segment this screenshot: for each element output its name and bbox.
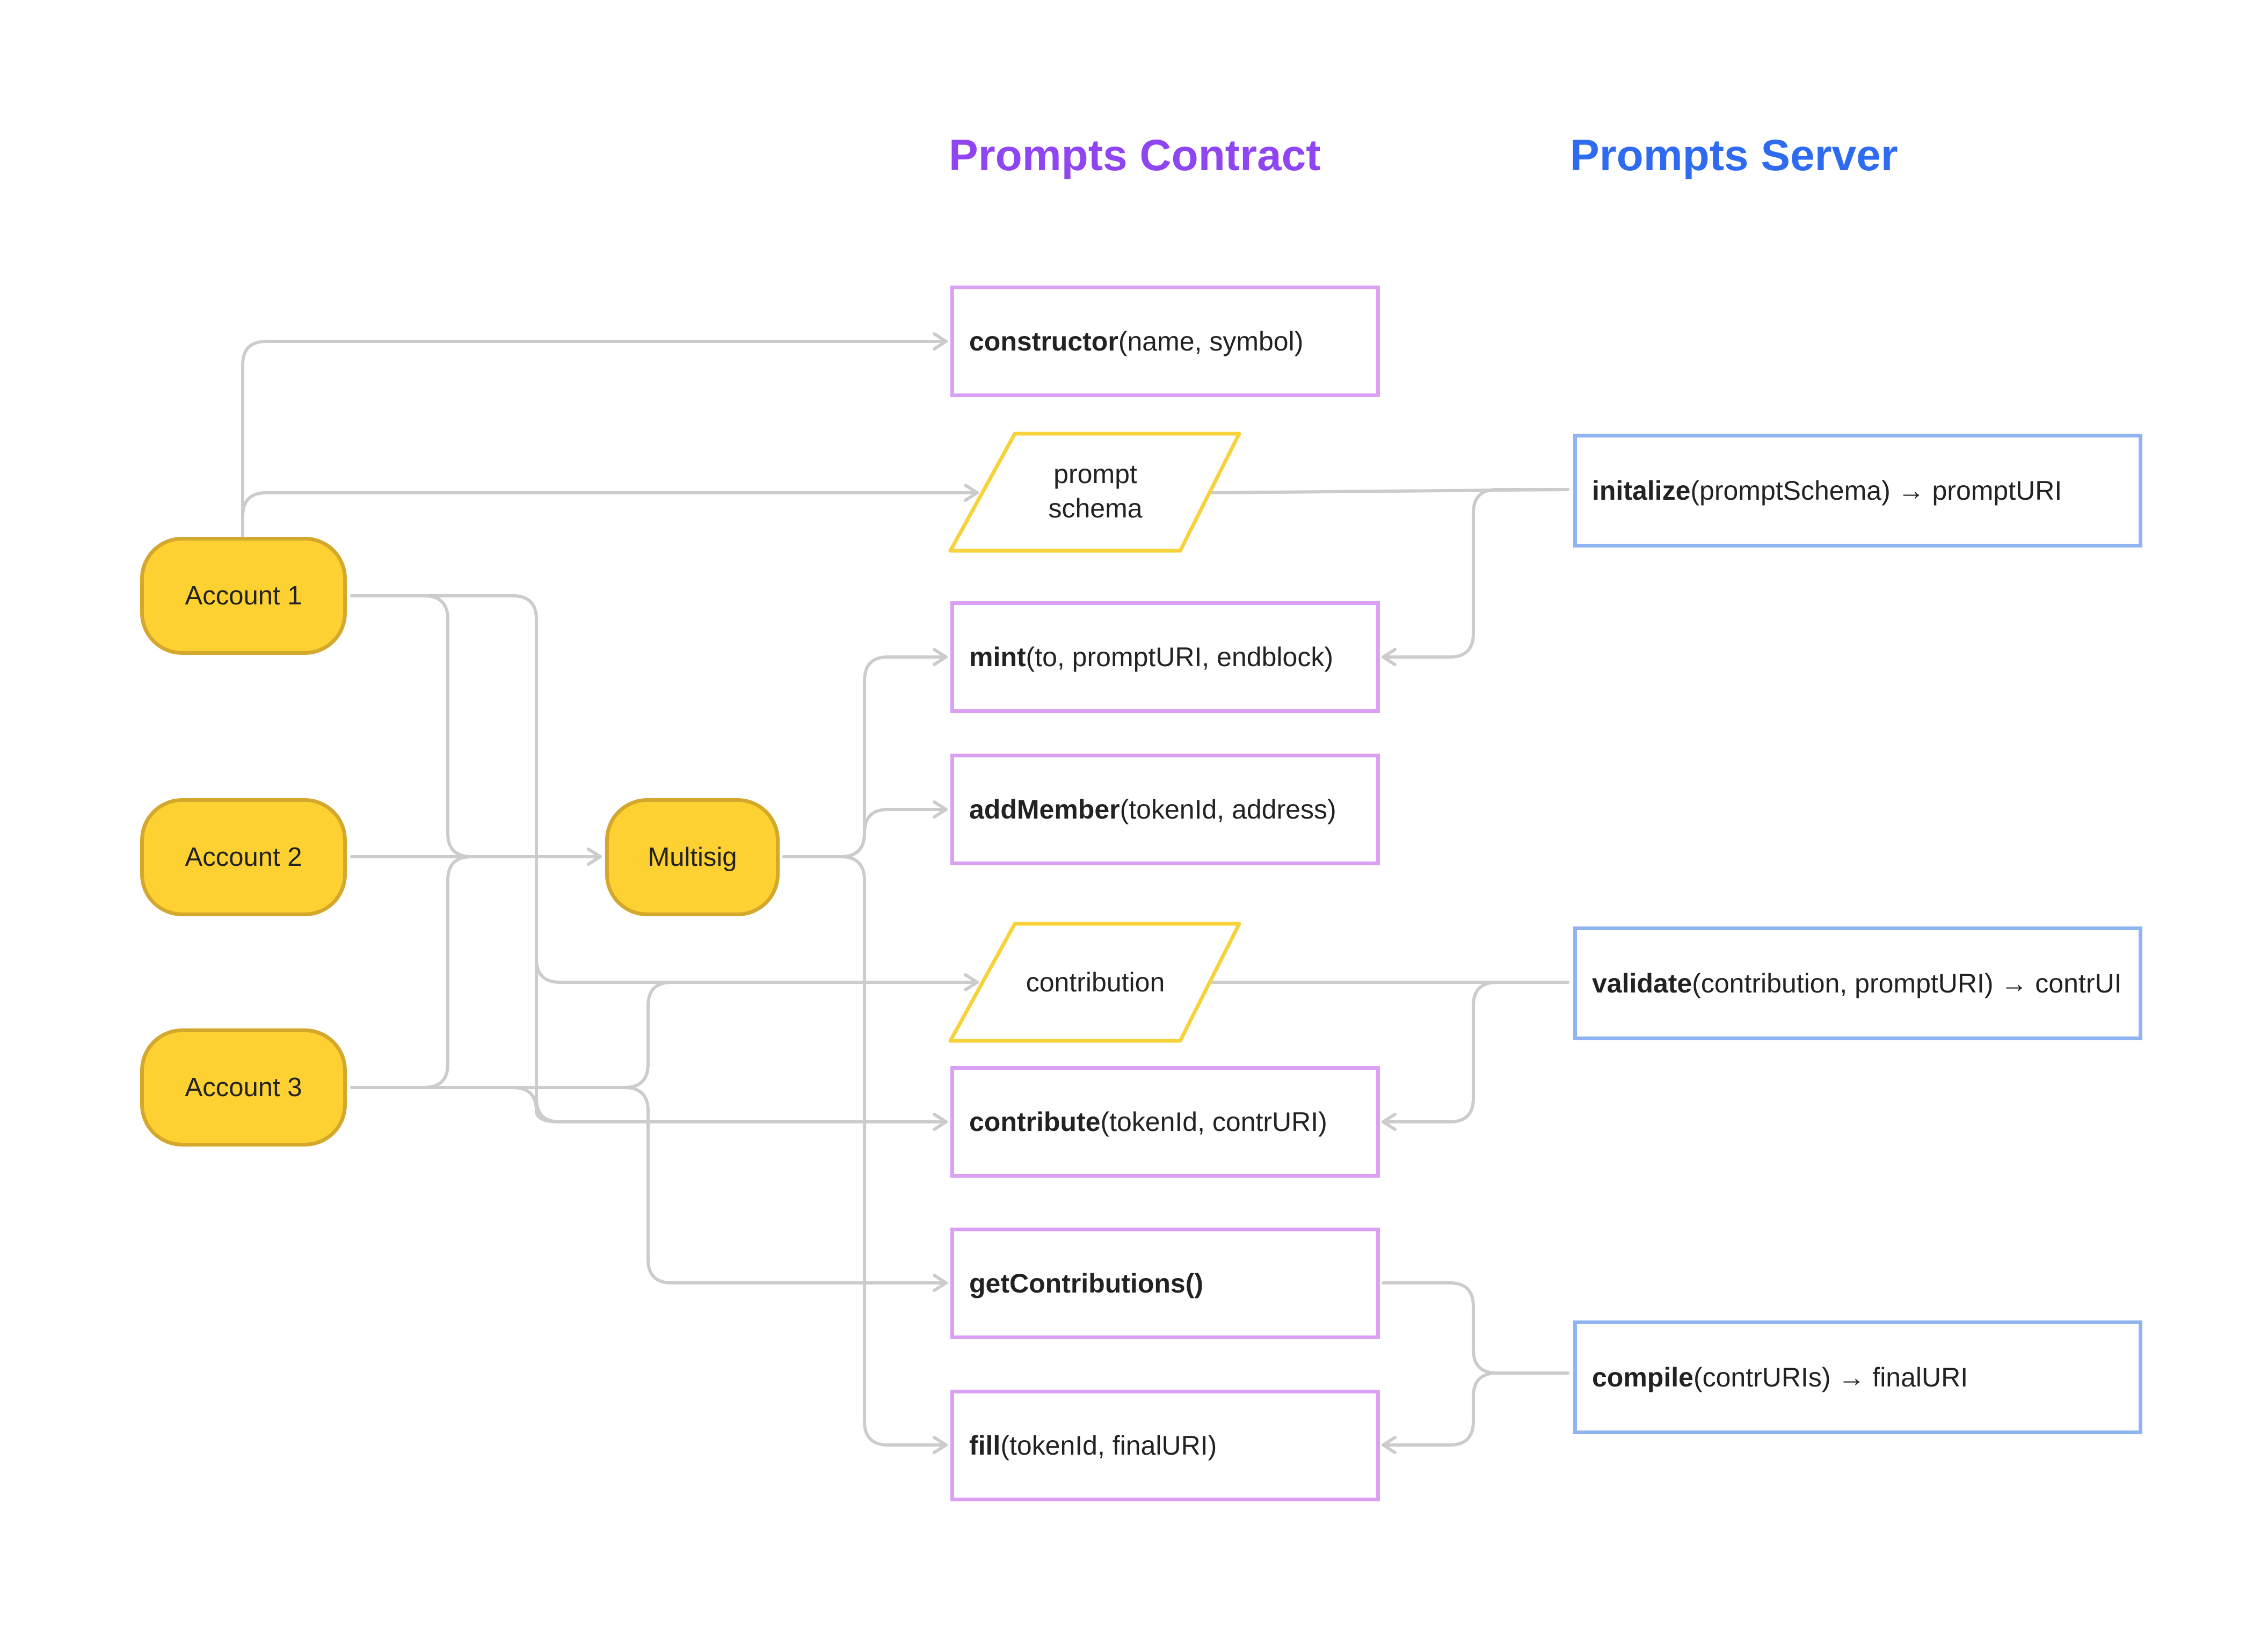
prompt-schema-shape — [948, 432, 1241, 553]
add-member-box: addMember(tokenId, address) — [950, 754, 1380, 865]
account-3-node: Account 3 — [140, 1028, 347, 1147]
connector-multisig-add-member — [839, 800, 948, 858]
account-2-node: Account 2 — [140, 798, 347, 916]
multisig-node: Multisig — [605, 798, 780, 916]
mint-fn-name: mint — [969, 642, 1026, 672]
compile-fn-name: compile — [1592, 1362, 1693, 1392]
contribution-shape — [948, 922, 1241, 1043]
compile-box: compile(contrURIs) → finalURI — [1573, 1320, 2142, 1434]
validate-fn-args: (contribution, promptURI) → contrUI — [1692, 968, 2122, 998]
fill-fn-name: fill — [969, 1430, 1001, 1461]
connector-account3-contribution — [423, 973, 979, 1089]
connector-compile-fill — [1382, 1371, 1569, 1454]
prompt-schema-label-line1: prompt — [1053, 459, 1137, 489]
constructor-box: constructor(name, symbol) — [950, 286, 1380, 397]
account-2-label: Account 2 — [185, 843, 302, 872]
constructor-fn-name: constructor — [969, 326, 1118, 356]
account-1-label: Account 1 — [185, 581, 302, 610]
connector-account1-contribution — [423, 594, 979, 991]
prompt-schema-label-line2: schema — [1048, 493, 1143, 523]
account-1-node: Account 1 — [140, 537, 347, 655]
validate-fn-name: validate — [1592, 968, 1692, 998]
contribute-box: contribute(tokenId, contrURI) — [950, 1066, 1380, 1178]
prompts-contract-header: Prompts Contract — [949, 131, 1321, 180]
connector-account1-multisig — [350, 594, 602, 866]
get-contributions-fn-name: getContributions() — [969, 1268, 1204, 1298]
connector-account3-get-contributions — [511, 1086, 948, 1292]
compile-fn-args: (contrURIs) → finalURI — [1693, 1362, 1968, 1392]
contribute-fn-name: contribute — [969, 1107, 1101, 1137]
validate-box: validate(contribution, promptURI) → cont… — [1573, 926, 2142, 1040]
account-3-label: Account 3 — [185, 1073, 302, 1102]
fill-box: fill(tokenId, finalURI) — [950, 1390, 1380, 1501]
contribution-label-text: contribution — [1026, 967, 1165, 997]
fill-fn-args: (tokenId, finalURI) — [1000, 1430, 1217, 1461]
connector-account1-prompt-schema — [241, 484, 979, 533]
initialize-box: initalize(promptSchema) → promptURI — [1573, 434, 2142, 548]
connector-account1-constructor — [241, 332, 948, 538]
connector-multisig-fill — [782, 855, 948, 1454]
initialize-fn-args: (promptSchema) → promptURI — [1690, 476, 2062, 506]
connector-validate-contribute — [1382, 981, 1569, 1131]
connector-get-contributions-compile — [1382, 1281, 1569, 1375]
contribute-fn-args: (tokenId, contrURI) — [1100, 1107, 1327, 1137]
constructor-fn-args: (name, symbol) — [1118, 326, 1304, 356]
initialize-fn-name: initalize — [1592, 476, 1691, 506]
prompts-server-header: Prompts Server — [1570, 131, 1898, 180]
contribution-label: contribution — [993, 961, 1197, 1004]
connector-account3-multisig — [350, 848, 602, 1089]
add-member-fn-args: (tokenId, address) — [1120, 794, 1336, 824]
mint-box: mint(to, promptURI, endblock) — [950, 601, 1380, 713]
multisig-label: Multisig — [648, 843, 737, 872]
add-member-fn-name: addMember — [969, 794, 1120, 824]
get-contributions-box: getContributions() — [950, 1228, 1380, 1339]
connector-account3-contribute — [423, 1086, 948, 1131]
connector-initialize-mint — [1382, 488, 1569, 666]
prompt-schema-label: prompt schema — [1004, 451, 1187, 531]
mint-fn-args: (to, promptURI, endblock) — [1026, 642, 1333, 672]
